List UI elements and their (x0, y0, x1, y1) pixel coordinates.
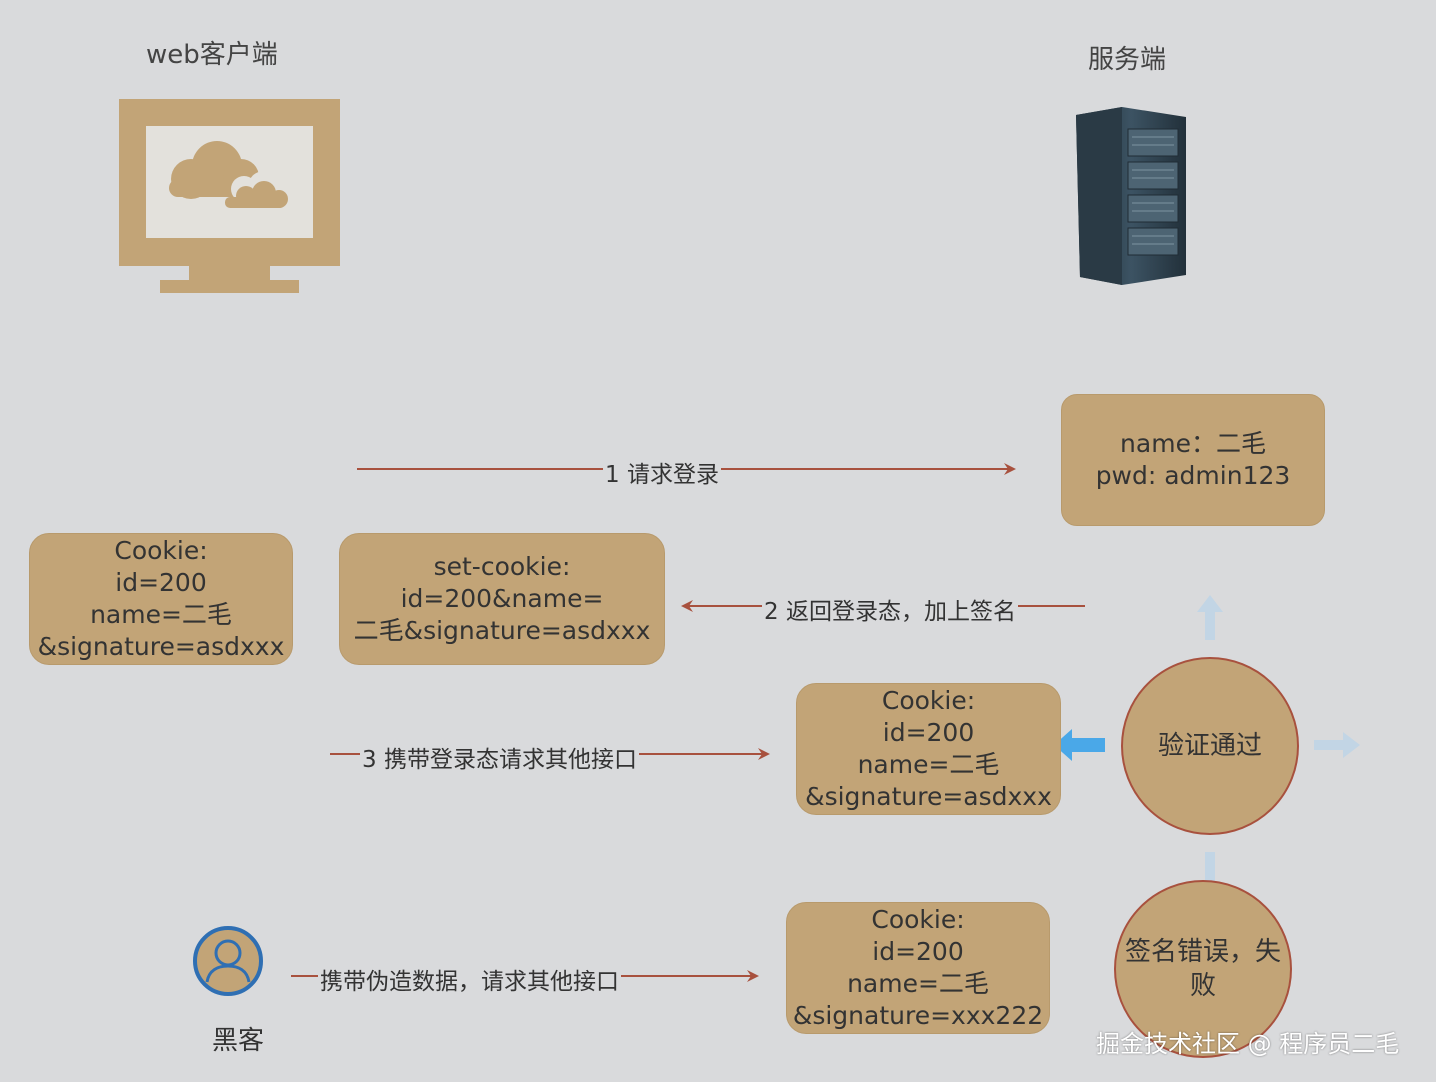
cookie-signature: &signature=asdxxx (805, 782, 1052, 811)
verify-pass-circle: 验证通过 (1121, 657, 1299, 835)
login-pwd: pwd: admin123 (1095, 461, 1291, 490)
arrow-step2-label: 2 返回登录态，加上签名 (762, 592, 1018, 626)
user-avatar-icon (193, 926, 263, 996)
cookie-signature: &signature=xxx222 (792, 1001, 1044, 1030)
monitor-cloud-icon (119, 99, 340, 293)
cookie-header: Cookie: (881, 686, 976, 715)
cookie-name: name=二毛 (847, 969, 989, 998)
watermark: 掘金技术社区 @ 程序员二毛 (1096, 1030, 1400, 1058)
login-credentials-box: name：二毛 pwd: admin123 (1061, 394, 1325, 526)
set-cookie-line2: 二毛&signature=asdxxx (353, 616, 651, 645)
verify-fail-line2: 败 (1189, 971, 1216, 1001)
request-cookie-box: Cookie: id=200 name=二毛 &signature=asdxxx (796, 683, 1061, 815)
cookie-id: id=200 (882, 718, 975, 747)
verify-fail-line1: 签名错误，失 (1124, 937, 1281, 967)
cookie-name: name=二毛 (857, 750, 1000, 779)
faded-arrow-right (1314, 732, 1360, 758)
cookie-id: id=200 (872, 937, 964, 966)
faded-arrow-up (1197, 595, 1223, 640)
cookie-id: id=200 (115, 568, 207, 597)
verify-pass-label: 验证通过 (1157, 731, 1262, 761)
cookie-header: Cookie: (871, 905, 965, 934)
login-name: name：二毛 (1120, 429, 1266, 458)
cookie-name: name=二毛 (90, 600, 232, 629)
server-title: 服务端 (1088, 45, 1167, 75)
server-rack-icon (1072, 107, 1190, 285)
client-cookie-box: Cookie: id=200 name=二毛 &signature=asdxxx (29, 533, 293, 665)
client-title: web客户端 (146, 40, 278, 70)
set-cookie-box: set-cookie: id=200&name= 二毛&signature=as… (339, 533, 665, 665)
cookie-header: Cookie: (114, 536, 208, 565)
hacker-label: 黑客 (212, 1026, 265, 1056)
cookie-signature: &signature=asdxxx (37, 632, 285, 661)
arrow-step3-label: 3 携带登录态请求其他接口 (360, 740, 639, 774)
forged-cookie-box: Cookie: id=200 name=二毛 &signature=xxx222 (786, 902, 1050, 1034)
arrow-step1-label: 1 请求登录 (603, 455, 721, 489)
verify-fail-circle: 签名错误，失 败 (1114, 880, 1292, 1058)
set-cookie-line1: set-cookie: id=200&name= (400, 552, 604, 613)
arrow-forged-label: 携带伪造数据，请求其他接口 (318, 962, 621, 996)
highlight-arrow-left (1054, 729, 1105, 761)
